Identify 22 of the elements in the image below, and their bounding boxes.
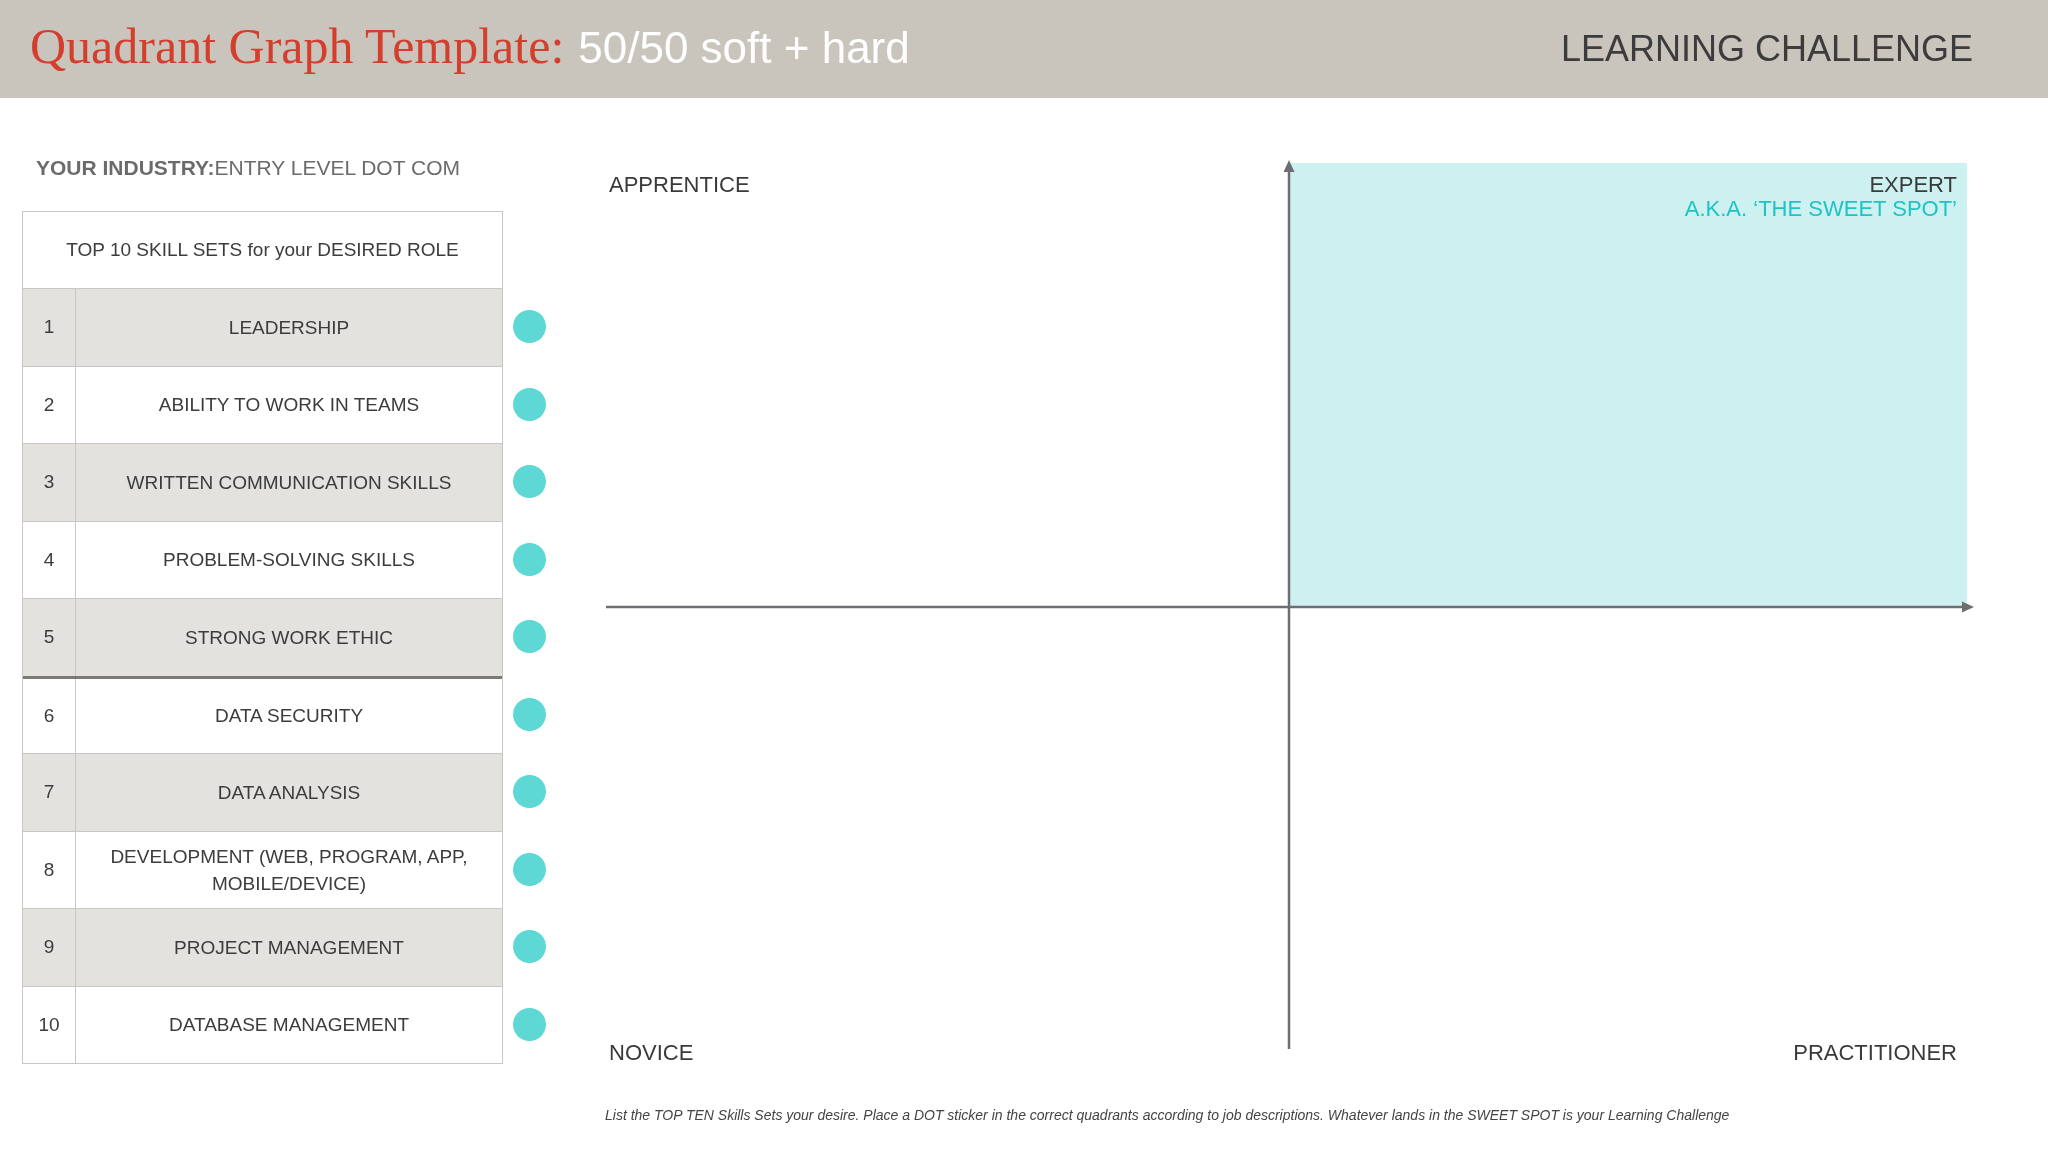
skill-cell: LEADERSHIP xyxy=(76,289,502,366)
industry-label: YOUR INDUSTRY:ENTRY LEVEL DOT COM xyxy=(36,155,460,181)
row-number-cell: 3 xyxy=(23,444,76,521)
skill-cell: STRONG WORK ETHIC xyxy=(76,599,502,676)
skill-cell: WRITTEN COMMUNICATION SKILLS xyxy=(76,444,502,521)
row-number-cell: 1 xyxy=(23,289,76,366)
row-number-cell: 9 xyxy=(23,909,76,986)
skill-cell: PROJECT MANAGEMENT xyxy=(76,909,502,986)
subtitle: 50/50 soft + hard xyxy=(578,22,910,74)
table-header-cell-text: TOP 10 SKILL SETS for your DESIRED ROLE xyxy=(65,237,460,262)
quadrant-title: EXPERT xyxy=(1869,173,1957,197)
quadrant-label: APPRENTICE xyxy=(609,172,750,198)
row-number-cell: 7 xyxy=(23,754,76,831)
quadrant-subtitle: A.K.A. ‘THE SWEET SPOT’ xyxy=(1684,197,1957,221)
quadrant-label: PRACTITIONER xyxy=(1793,1040,1957,1066)
page-title: Quadrant Graph Template: xyxy=(30,17,565,76)
row-number-cell: 5 xyxy=(23,599,76,676)
section-heading: LEARNING CHALLENGE xyxy=(1560,27,1973,71)
skill-cell: DATA ANALYSIS xyxy=(76,754,502,831)
instruction-note: List the TOP TEN Skills Sets your desire. Place a DOT sticker in the correct quadrants according to job descriptions. Whatever lands in the SWEET SPOT is your Learning Challenge xyxy=(605,1106,1730,1125)
sweet-spot-quadrant xyxy=(1290,163,1967,606)
quadrant-label: NOVICE xyxy=(609,1040,694,1066)
